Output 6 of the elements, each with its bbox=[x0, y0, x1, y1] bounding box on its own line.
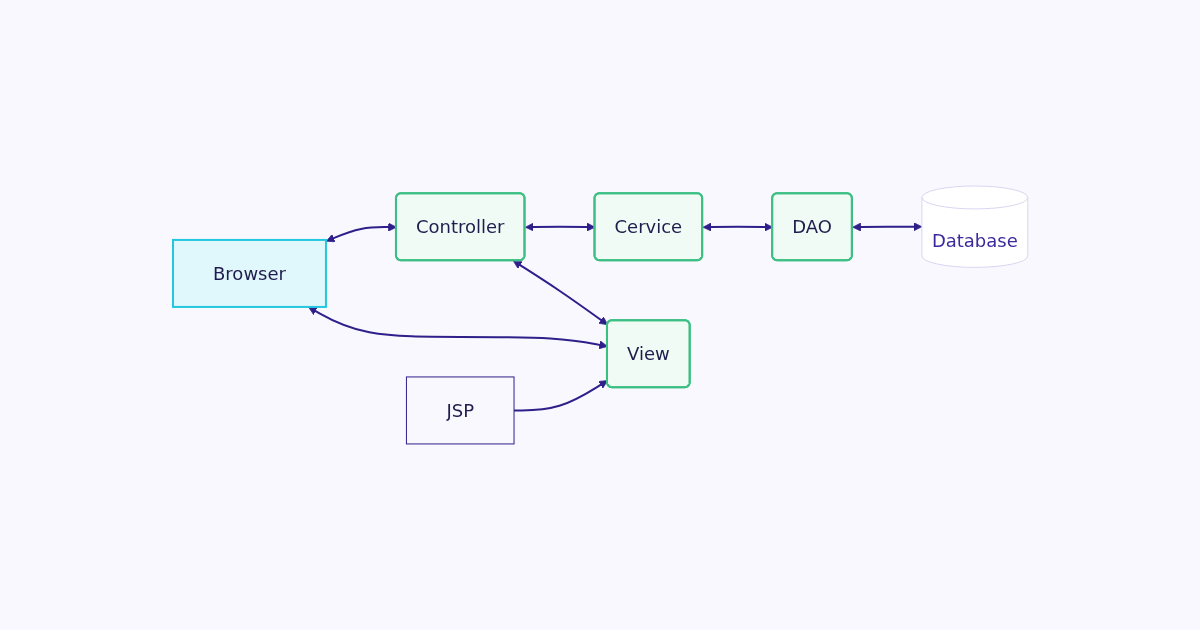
node-box: Browser bbox=[171, 239, 327, 308]
node-box: JSP bbox=[405, 376, 515, 445]
arrow bbox=[512, 260, 608, 326]
arrow bbox=[852, 222, 922, 232]
arrow bbox=[524, 222, 595, 232]
arrow bbox=[512, 380, 608, 412]
